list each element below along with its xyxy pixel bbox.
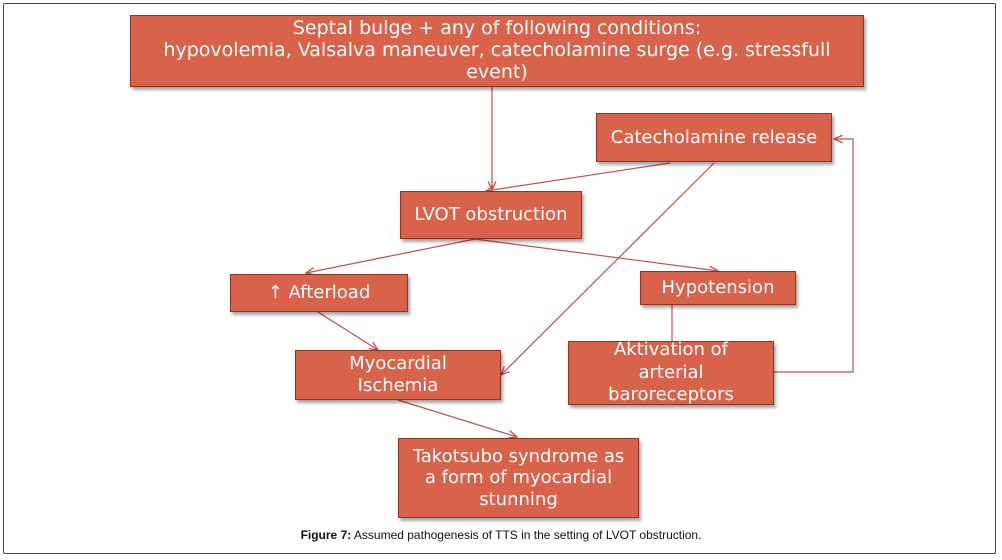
edge-afterload-to-ischemia bbox=[317, 311, 378, 350]
node-catecholamine-release: Catecholamine release bbox=[596, 113, 832, 162]
node-baroreceptor-activation: Aktivation of arterial baroreceptors bbox=[568, 339, 774, 405]
figure-frame bbox=[3, 3, 996, 554]
caption-text: Assumed pathogenesis of TTS in the setti… bbox=[351, 528, 702, 542]
caption-label: Figure 7: bbox=[300, 528, 352, 542]
node-myocardial-ischemia: Myocardial Ischemia bbox=[295, 350, 501, 400]
edge-catecholamine-to-lvot bbox=[486, 162, 671, 191]
node-septal-bulge: Septal bulge + any of following conditio… bbox=[130, 15, 864, 87]
edge-lvot-to-afterload bbox=[306, 238, 476, 273]
node-lvot-obstruction: LVOT obstruction bbox=[400, 191, 582, 239]
figure-caption: Figure 7: Assumed pathogenesis of TTS in… bbox=[0, 528, 1002, 542]
node-afterload: ↑ Afterload bbox=[230, 274, 408, 312]
edge-baroreceptors-to-catecholamine bbox=[774, 139, 854, 373]
node-hypotension: Hypotension bbox=[640, 271, 796, 305]
edge-ischemia-to-takotsubo bbox=[397, 399, 517, 437]
node-takotsubo-syndrome: Takotsubo syndrome as a form of myocardi… bbox=[398, 438, 639, 518]
edge-catecholamine-to-ischemia bbox=[501, 162, 715, 375]
edge-lvot-to-hypotension bbox=[474, 238, 718, 271]
